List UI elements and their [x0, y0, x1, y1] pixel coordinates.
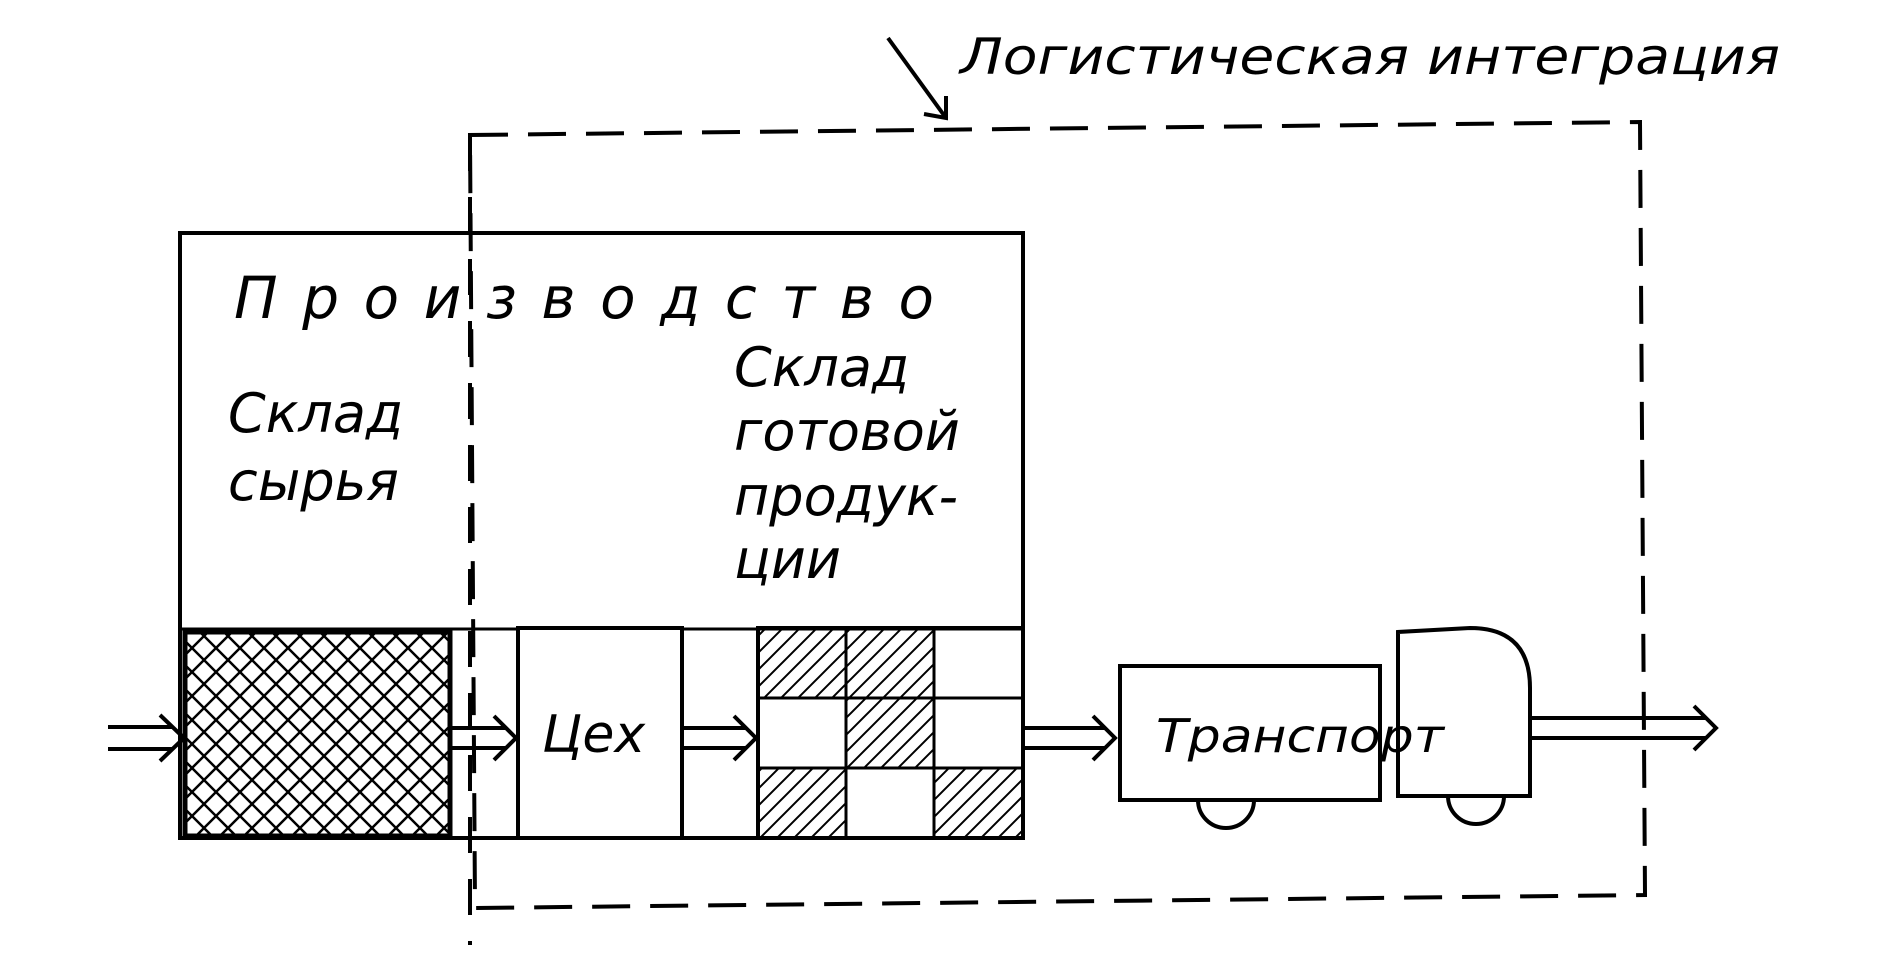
truck-icon — [1118, 625, 1532, 830]
finished-warehouse-label-line4: ции — [734, 528, 841, 591]
flow-arrow-output — [1532, 704, 1719, 752]
grid-cell-hatched — [846, 628, 934, 698]
finished-warehouse-label-line3: продук- — [734, 465, 958, 528]
raw-warehouse-block — [182, 629, 453, 839]
logistics-integration-boundary — [467, 119, 1648, 945]
flow-arrow-workshop-to-warehouse — [684, 714, 759, 762]
workshop-block — [516, 626, 684, 840]
raw-warehouse-label-line1: Склад — [228, 382, 403, 445]
grid-cell-hatched — [758, 768, 846, 838]
production-label: Производство — [234, 264, 934, 332]
finished-warehouse-grid — [756, 626, 1025, 840]
integration-label: Логистическая интеграция — [958, 28, 1780, 86]
truck-cab — [1396, 625, 1532, 798]
flow-arrow-input — [108, 713, 187, 763]
flow-arrow-raw-to-workshop — [452, 714, 519, 762]
workshop-label: Цех — [542, 705, 646, 765]
raw-warehouse-label-line2: сырья — [228, 450, 399, 513]
finished-warehouse-label-line2: готовой — [734, 400, 960, 463]
integration-pointer-arrow — [886, 36, 948, 121]
grid-cell-hatched — [846, 698, 934, 768]
flow-arrow-warehouse-to-transport — [1025, 714, 1118, 762]
truck-wheel — [1196, 799, 1256, 830]
finished-warehouse-label-line1: Склад — [734, 336, 909, 399]
truck-wheel — [1446, 795, 1506, 826]
truck-cargo-box — [1118, 664, 1382, 802]
grid-cell-hatched — [934, 768, 1023, 838]
transport-label: Транспорт — [1156, 709, 1445, 763]
grid-cell-hatched — [758, 628, 846, 698]
